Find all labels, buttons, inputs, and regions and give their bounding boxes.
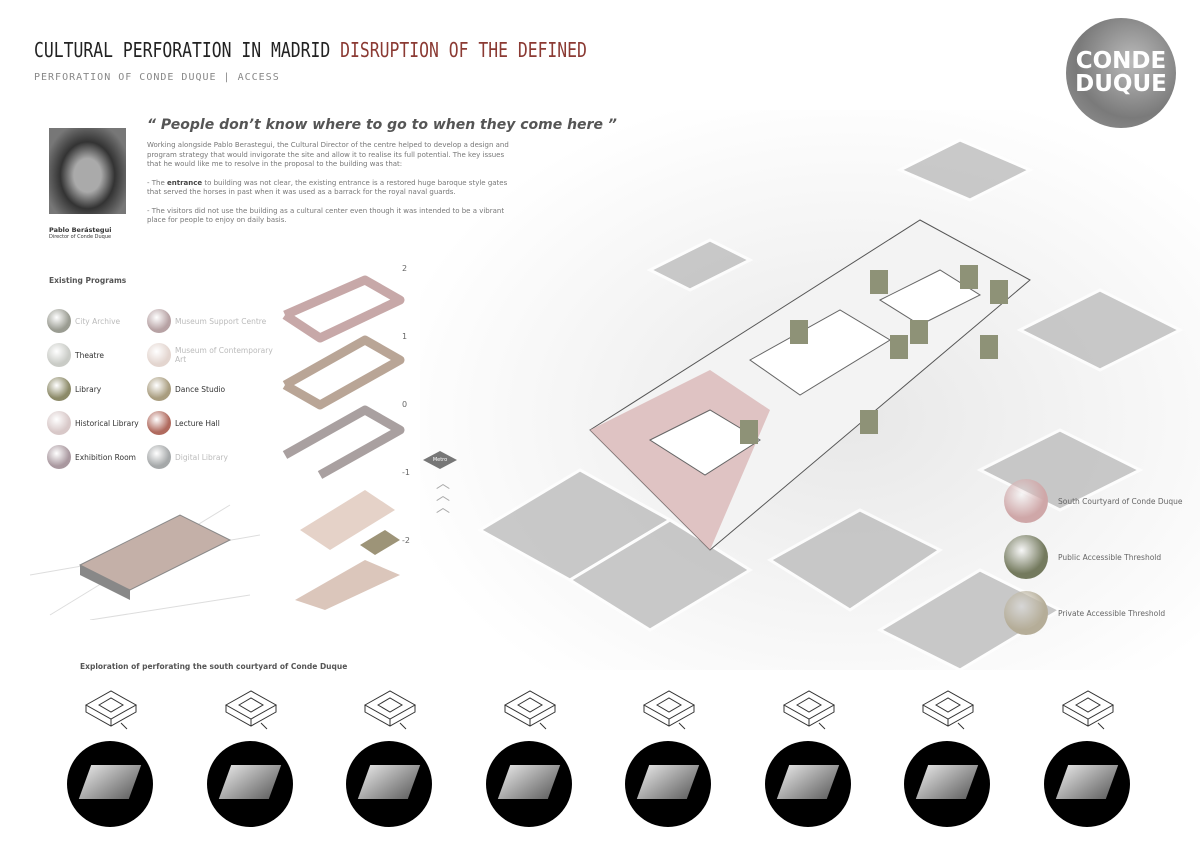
level-label: -2 <box>402 536 410 545</box>
concept-sketch <box>224 690 277 730</box>
site-axonometric-map <box>420 110 1200 670</box>
program-swatch <box>47 445 71 469</box>
massing-model-render <box>67 741 153 827</box>
concept-sketch <box>1061 690 1114 730</box>
level-label: -1 <box>402 468 410 477</box>
massing-model-render <box>485 741 572 827</box>
concept-sketch <box>363 690 417 730</box>
massing-model-render <box>346 741 432 827</box>
legend-swatch <box>1004 535 1048 579</box>
concept-sketch <box>84 690 138 730</box>
program-swatch <box>147 343 171 367</box>
concept-sketch <box>503 690 556 730</box>
program-legend-item: Dance Studio <box>147 377 277 401</box>
map-legend-item: South Courtyard of Conde Duque <box>1004 479 1183 523</box>
program-legend-item: City Archive <box>47 309 177 333</box>
concept-sketch <box>782 690 835 730</box>
profile-role: Director of Conde Duque <box>49 234 112 240</box>
program-legend-item: Lecture Hall <box>147 411 277 435</box>
level-label: 1 <box>402 332 408 341</box>
map-legend-item: Private Accessible Threshold <box>1004 591 1165 635</box>
program-swatch <box>147 309 171 333</box>
massing-model-render <box>625 741 711 827</box>
page-subtitle: PERFORATION OF CONDE DUQUE | ACCESS <box>34 72 280 83</box>
portrait-photo <box>49 128 126 214</box>
program-swatch <box>147 377 171 401</box>
program-legend-item: Historical Library <box>47 411 177 435</box>
level-label: 0 <box>402 400 408 409</box>
massing-model-render <box>904 741 990 827</box>
threshold-markers <box>740 265 1008 444</box>
profile-name: Pablo Berástegui <box>49 226 112 234</box>
program-legend-item: Museum of Contemporary Art <box>147 343 277 367</box>
program-swatch <box>47 377 71 401</box>
program-legend-item: Digital Library <box>147 445 277 469</box>
page-title: CULTURAL PERFORATION IN MADRID DISRUPTIO… <box>34 38 587 62</box>
concept-sketch <box>642 690 696 730</box>
legend-swatch <box>1004 479 1048 523</box>
program-swatch <box>47 411 71 435</box>
level-diagrams <box>282 275 405 610</box>
level-label: 2 <box>402 264 408 273</box>
program-swatch <box>47 343 71 367</box>
program-legend-item: Library <box>47 377 177 401</box>
site-model-axonometric <box>30 504 260 620</box>
programs-title: Existing Programs <box>49 276 127 285</box>
program-swatch <box>47 309 71 333</box>
program-legend-item: Theatre <box>47 343 177 367</box>
quote: “ People don’t know where to go to when … <box>147 117 617 133</box>
program-legend-item: Museum Support Centre <box>147 309 277 333</box>
massing-model-render <box>206 741 293 827</box>
massing-model-render <box>1043 741 1130 827</box>
exploration-title: Exploration of perforating the south cou… <box>80 662 348 671</box>
metro-sign: Metro <box>423 451 457 469</box>
massing-model-render <box>764 741 851 827</box>
concept-sketch <box>921 690 975 730</box>
chevron-up-icon: ︿︿︿ <box>436 476 450 516</box>
body-text: Working alongside Pablo Berastegui, the … <box>147 141 509 224</box>
program-swatch <box>147 445 171 469</box>
program-swatch <box>147 411 171 435</box>
map-legend-item: Public Accessible Threshold <box>1004 535 1161 579</box>
program-legend-item: Exhibition Room <box>47 445 177 469</box>
legend-swatch <box>1004 591 1048 635</box>
